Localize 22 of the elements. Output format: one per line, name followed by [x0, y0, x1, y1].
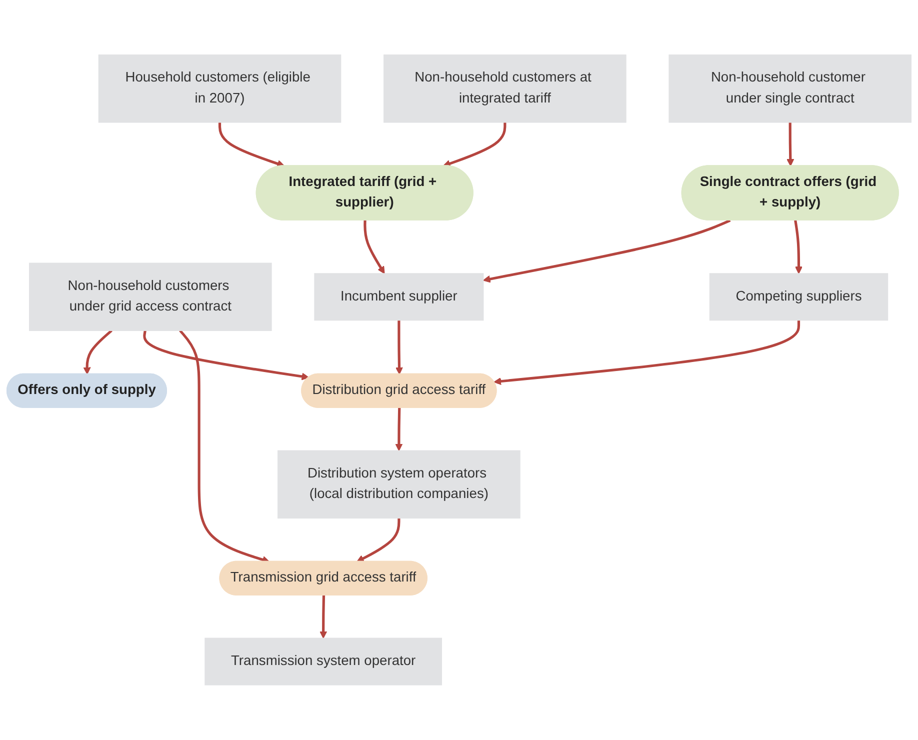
arrow: [395, 408, 403, 452]
node-box: Non-household customers at integrated tariff: [384, 54, 626, 123]
arrow: [395, 320, 404, 375]
arrow: [218, 122, 285, 168]
arrow: [442, 122, 506, 168]
arrow: [83, 330, 112, 375]
node-box: Distribution system operators (local distribution companies): [278, 450, 520, 519]
arrow: [143, 330, 310, 380]
node-box: Household customers (eligible in 2007): [98, 54, 342, 123]
arrow: [482, 219, 731, 283]
node-box: Incumbent supplier: [314, 273, 484, 321]
node-box: Transmission system operator: [204, 638, 442, 686]
arrow: [794, 220, 803, 274]
arrow: [320, 596, 328, 639]
node-box: Non-household customers under grid access contract: [29, 262, 272, 332]
arrow: [356, 518, 400, 562]
arrow: [364, 220, 385, 274]
node-box: Competing suppliers: [709, 273, 888, 321]
node-box: Non-household customer under single contract: [668, 54, 912, 123]
arrow: [179, 330, 270, 564]
arrow: [494, 320, 800, 386]
arrow: [786, 122, 794, 166]
